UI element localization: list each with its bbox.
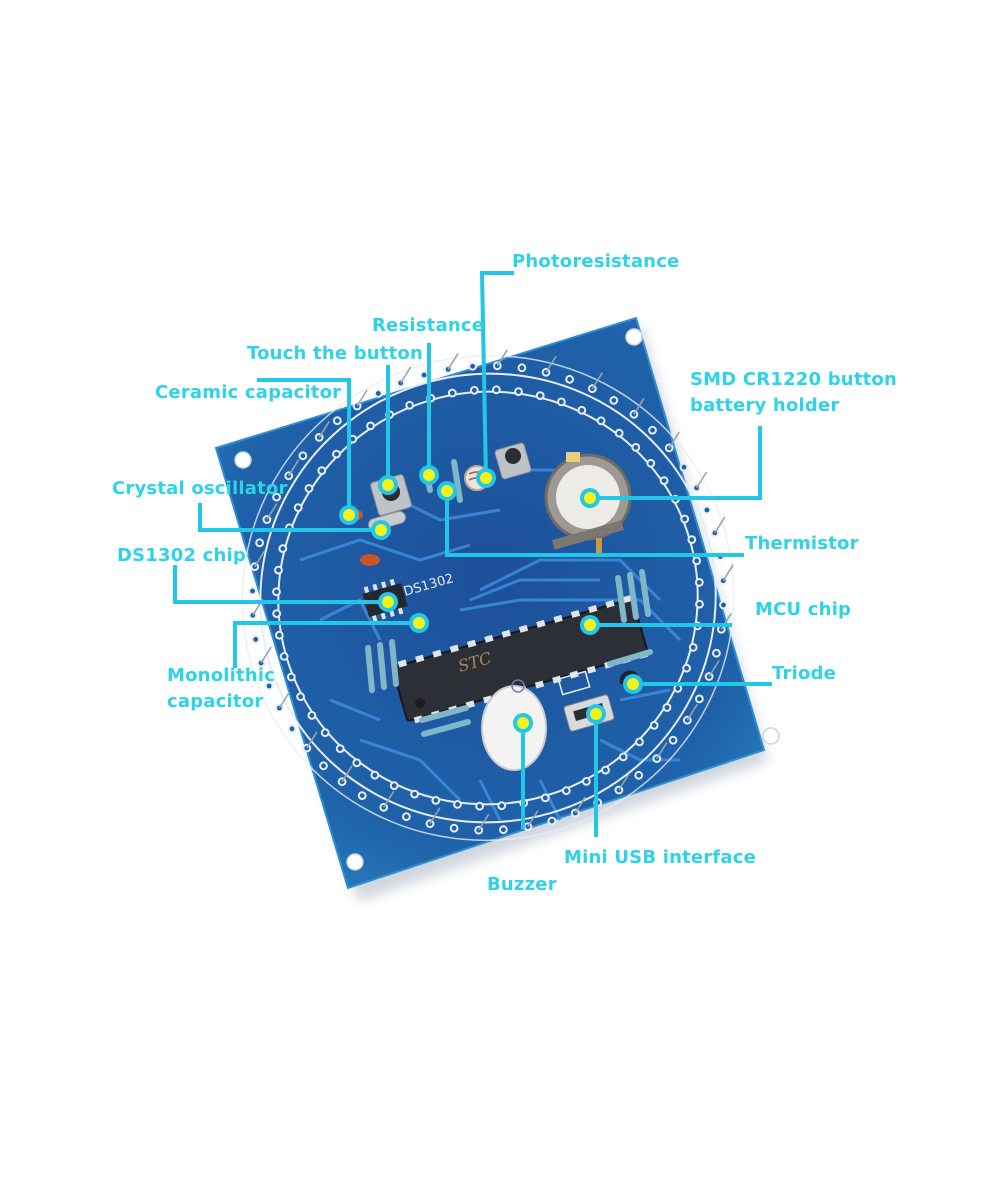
mounting-holes bbox=[234, 328, 780, 871]
led-leads bbox=[252, 349, 734, 831]
leader-lines bbox=[173, 271, 772, 837]
pcb-board bbox=[214, 316, 766, 890]
second-button-body bbox=[494, 442, 532, 480]
marker-triode bbox=[627, 678, 639, 690]
marker-ds1302 bbox=[382, 596, 394, 608]
label-crystal-oscillator: Crystal oscillator bbox=[112, 478, 288, 499]
ceramic-capacitor-c2 bbox=[360, 554, 380, 566]
marker-mcu bbox=[584, 619, 596, 631]
label-triode: Triode bbox=[772, 663, 837, 684]
leader-battery-holder bbox=[588, 426, 762, 500]
led-pads bbox=[248, 361, 728, 835]
marker-resistance bbox=[423, 469, 435, 481]
leader-thermistor bbox=[445, 489, 744, 557]
label-touch-button: Touch the button bbox=[247, 343, 424, 364]
leader-ds1302 bbox=[173, 565, 390, 604]
leader-photoresistance bbox=[479, 271, 514, 481]
label-buzzer: Buzzer bbox=[487, 874, 557, 895]
pcb-traces bbox=[299, 468, 682, 821]
marker-thermistor bbox=[441, 485, 453, 497]
marker-battery-holder bbox=[584, 492, 596, 504]
marker-monolithic-capacitor bbox=[413, 617, 425, 629]
label-ds1302-chip: DS1302 chip bbox=[117, 545, 247, 566]
power-header bbox=[557, 670, 591, 696]
label-ceramic-capacitor: Ceramic capacitor bbox=[155, 382, 342, 403]
label-thermistor: Thermistor bbox=[745, 533, 859, 554]
marker-mini-usb bbox=[590, 708, 602, 720]
label-battery-holder-line1: SMD CR1220 button bbox=[690, 369, 898, 390]
label-mini-usb-interface: Mini USB interface bbox=[564, 847, 757, 868]
leader-monolithic-capacitor bbox=[233, 621, 421, 668]
marker-buzzer bbox=[517, 717, 529, 729]
label-battery-holder-line2: battery holder bbox=[690, 395, 840, 416]
marker-photoresistance bbox=[480, 472, 492, 484]
leader-ceramic-capacitor bbox=[257, 378, 351, 517]
label-monolithic-capacitor-line2: capacitor bbox=[167, 691, 264, 712]
marker-crystal-oscillator bbox=[375, 524, 387, 536]
label-mcu-chip: MCU chip bbox=[755, 599, 852, 620]
label-monolithic-capacitor-line1: Monolithic bbox=[167, 665, 276, 686]
marker-dots bbox=[339, 465, 643, 733]
marker-touch-button bbox=[382, 479, 394, 491]
label-photoresistance: Photoresistance bbox=[512, 251, 680, 272]
leader-crystal-oscillator bbox=[198, 503, 383, 532]
label-resistance: Resistance bbox=[372, 315, 485, 336]
buzzer-body bbox=[481, 679, 547, 771]
marker-ceramic-capacitor bbox=[343, 509, 355, 521]
